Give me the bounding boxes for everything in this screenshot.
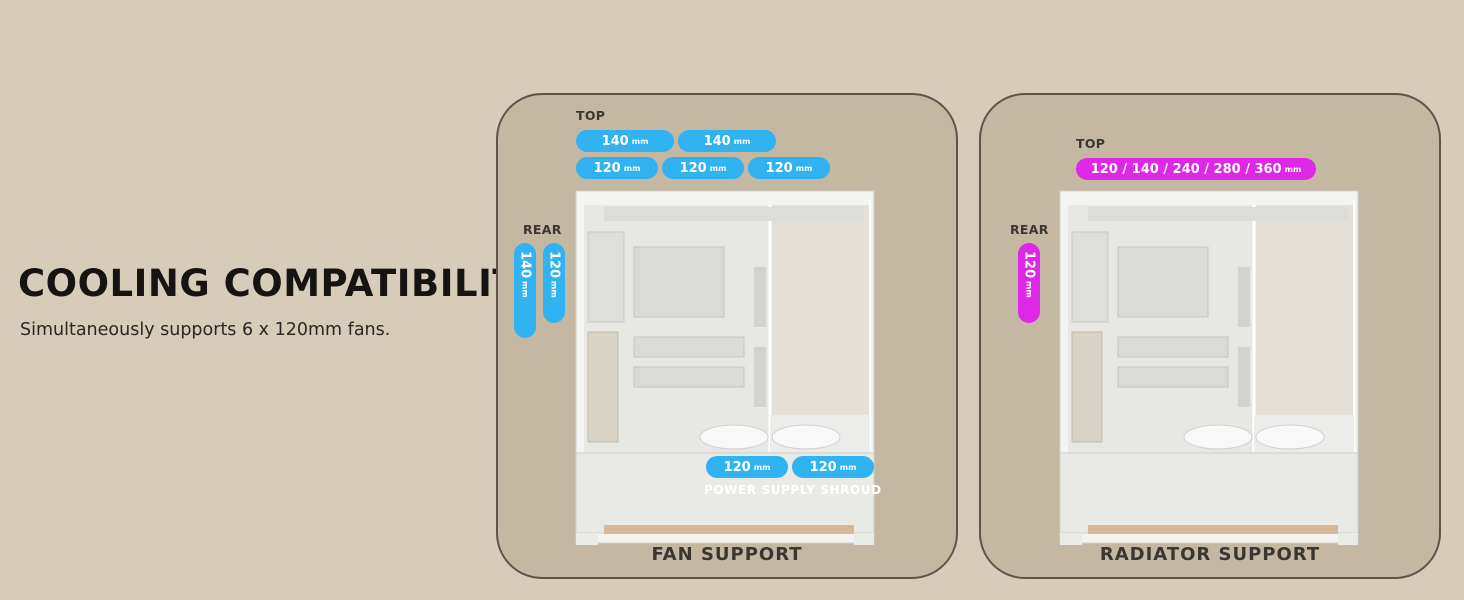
page-title: COOLING COMPATIBILITY (18, 262, 546, 305)
pill-unit: mm (549, 281, 559, 298)
power-supply-shroud-label: POWER SUPPLY SHROUD (704, 483, 882, 497)
pill-unit: mm (631, 136, 649, 146)
rear-label: REAR (523, 222, 562, 237)
pill-unit: mm (733, 136, 751, 146)
pill-unit: mm (839, 462, 857, 472)
pc-case-illustration (1059, 190, 1359, 545)
rear-label: REAR (1010, 222, 1049, 237)
rear-fan-140-pill: 140 mm (514, 243, 536, 338)
pill-unit: mm (753, 462, 771, 472)
pill-value: 120 (679, 160, 707, 176)
pill-value: 140 (517, 251, 533, 279)
pill-value: 120 (546, 251, 562, 279)
pill-value: 120 / 140 / 240 / 280 / 360 (1090, 161, 1282, 177)
pill-value: 120 (765, 160, 793, 176)
top-label: TOP (1076, 136, 1106, 151)
pill-value: 120 (809, 459, 837, 475)
fan-support-title: FAN SUPPORT (651, 544, 803, 565)
pill-value: 140 (703, 133, 731, 149)
rear-radiator-pill: 120 mm (1018, 243, 1040, 323)
pill-value: 140 (601, 133, 629, 149)
pill-unit: mm (623, 163, 641, 173)
radiator-support-title: RADIATOR SUPPORT (1099, 544, 1321, 565)
pill-unit: mm (795, 163, 813, 173)
pill-unit: mm (520, 281, 530, 298)
page-subtitle: Simultaneously supports 6 x 120mm fans. (20, 320, 391, 340)
pill-value: 120 (723, 459, 751, 475)
rear-fan-120-pill: 120 mm (543, 243, 565, 323)
pill-unit: mm (709, 163, 727, 173)
pc-case-illustration (575, 190, 875, 545)
pill-unit: mm (1024, 281, 1034, 298)
pill-value: 120 (593, 160, 621, 176)
top-label: TOP (576, 108, 606, 123)
pill-value: 120 (1021, 251, 1037, 279)
pill-unit: mm (1284, 164, 1302, 174)
